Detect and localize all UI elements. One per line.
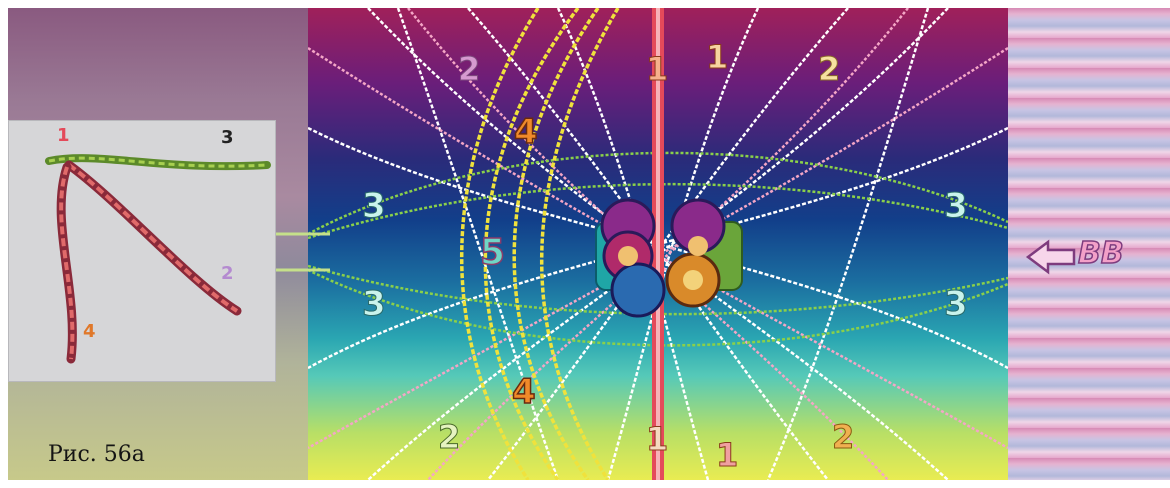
label-3-lower-right: 3 <box>944 284 969 325</box>
label-5: 5 <box>479 231 506 274</box>
label-2-top-right: 2 <box>817 50 841 89</box>
label-1-bottom-right: 1 <box>715 436 739 475</box>
main-field: 2 1 1 2 4 3 3 5 3 3 4 2 1 1 2 <box>308 8 1008 480</box>
inset-label-2: 2 <box>221 263 234 284</box>
label-3-upper-left: 3 <box>362 186 387 227</box>
figure-caption: Рис. 56а <box>48 442 145 467</box>
label-4-bottom: 4 <box>511 371 536 413</box>
label-1-top-right: 1 <box>705 38 729 77</box>
inset-panel: 1 3 2 4 <box>8 120 276 382</box>
label-2-bottom-left: 2 <box>437 418 461 457</box>
label-1-bottom-center: 1 <box>645 420 669 459</box>
label-1-top-center: 1 <box>645 50 669 89</box>
connector-strands <box>270 232 330 272</box>
red-fiber-1 <box>652 8 664 480</box>
arrow-left-icon <box>1025 239 1076 275</box>
label-2-bottom-right: 2 <box>831 418 855 457</box>
arrow-label: BB <box>1077 235 1124 272</box>
inset-diagram <box>45 154 271 364</box>
central-nucleus <box>595 198 743 318</box>
label-4-top: 4 <box>513 111 538 153</box>
label-3-upper-right: 3 <box>944 186 969 227</box>
label-3-lower-left: 3 <box>362 284 387 325</box>
right-striped-panel <box>1008 8 1170 480</box>
inset-label-1: 1 <box>57 125 70 146</box>
inset-label-4: 4 <box>83 321 96 342</box>
fiber-diagram <box>308 8 1008 480</box>
label-2-top-left: 2 <box>457 50 481 89</box>
yellow-fibers <box>459 8 620 480</box>
inset-label-3: 3 <box>221 127 234 148</box>
